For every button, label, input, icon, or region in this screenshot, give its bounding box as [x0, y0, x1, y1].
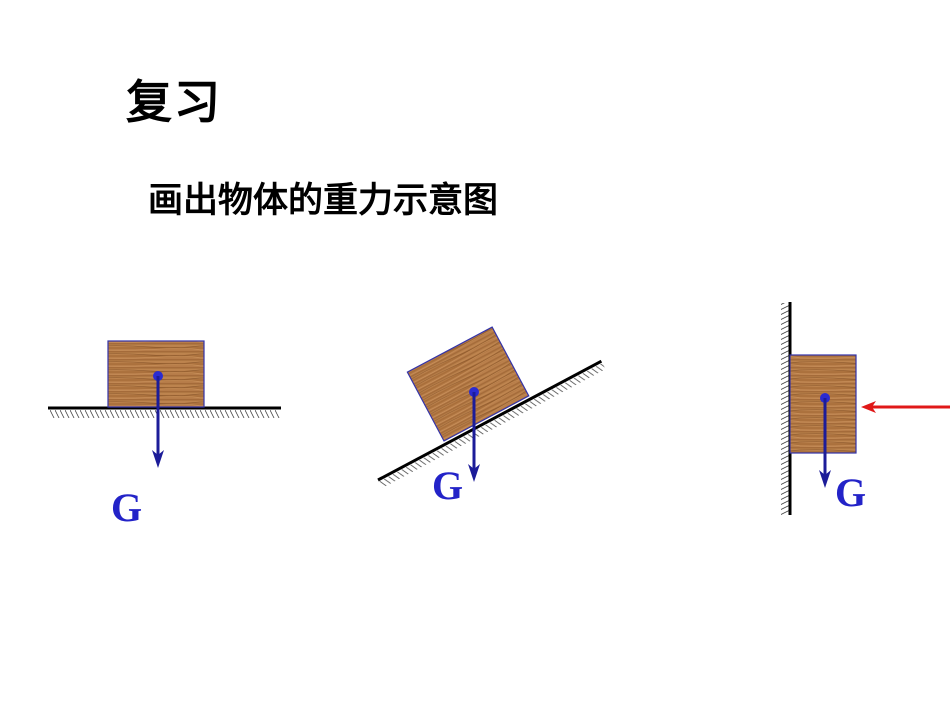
wooden-block — [789, 354, 857, 454]
incline-line — [377, 359, 603, 482]
diagram-inclined-surface: G — [377, 326, 606, 508]
gravity-arrowhead — [819, 470, 831, 488]
wooden-block — [406, 326, 530, 442]
slide-subtitle: 画出物体的重力示意图 — [148, 181, 499, 221]
ground-hatching — [50, 410, 280, 418]
push-force-arrowhead — [861, 401, 876, 413]
diagram-horizontal-surface: G — [48, 340, 281, 530]
incline-hatching — [378, 362, 606, 488]
gravity-label: G — [835, 470, 866, 515]
diagram-vertical-wall: G — [781, 302, 950, 515]
gravity-arrowhead — [468, 464, 480, 482]
slide-title: 复习 — [126, 75, 222, 129]
gravity-label: G — [111, 485, 142, 530]
gravity-label: G — [432, 463, 463, 508]
wall-hatching — [781, 303, 789, 515]
gravity-arrowhead — [152, 450, 164, 468]
